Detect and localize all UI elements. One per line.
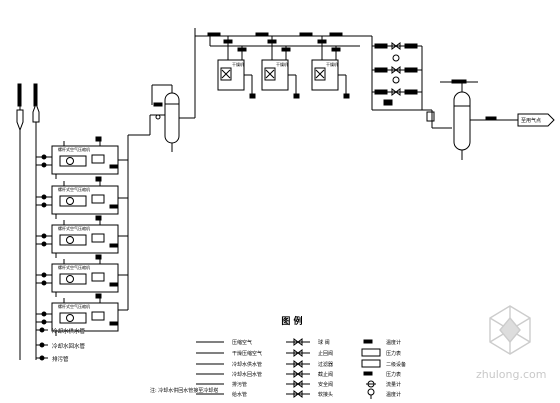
legend-label: 冷却水供水管 [232, 361, 262, 368]
compressor-label: 螺杆式空气压缩机 [58, 303, 90, 309]
compressor-label: 螺杆式空气压缩机 [58, 186, 90, 192]
legend-label: 流量计 [386, 381, 401, 388]
legend-entry [363, 339, 373, 344]
dryer-unit [261, 36, 300, 99]
watermark-text: zhulong.com [476, 368, 546, 381]
watermark-logo [489, 305, 531, 355]
supply-line-label-1: 冷却水供水管 [52, 327, 86, 335]
legend-label: 温度计 [386, 391, 401, 398]
legend-entry [286, 360, 310, 368]
legend-label: 二级设备 [386, 361, 406, 368]
legend-label: 温度计 [386, 339, 401, 346]
compressor-label: 螺杆式空气压缩机 [58, 225, 90, 231]
legend-label: 压力表 [386, 350, 401, 357]
dryer-label: 干燥机 [276, 61, 288, 67]
dryer-unit [217, 36, 256, 99]
compressor-unit [36, 254, 119, 297]
compressor-label: 螺杆式空气压缩机 [58, 264, 90, 270]
legend-label: 排污管 [232, 381, 247, 388]
compressor-unit [36, 136, 119, 179]
legend-label: 截止阀 [318, 371, 333, 378]
dryer-group: 干燥机 干燥机 干燥机 [217, 36, 350, 99]
legend-entry [361, 359, 381, 368]
legend-label: 干燥压缩空气 [232, 350, 262, 357]
air-receiver-tank-2 [440, 79, 518, 160]
legend-entry [286, 390, 310, 398]
air-receiver-tank-1 [151, 84, 180, 152]
legend-label: 给水管 [232, 391, 247, 398]
outlet-label: 至用气点 [521, 117, 541, 124]
dryer-unit [311, 36, 350, 99]
legend-entry [361, 348, 381, 357]
supply-line-label-2: 冷却水回水管 [52, 342, 86, 350]
valve-manifold [371, 36, 452, 129]
outlet-arrow [517, 113, 555, 127]
legend-label: 冷却水回水管 [232, 371, 262, 378]
legend-entry [286, 349, 310, 357]
legend-entry [363, 371, 373, 376]
footnote: 注: 冷却水供回水管接至冷却塔 [150, 387, 218, 394]
legend-entry [367, 388, 375, 399]
compressor-unit [36, 215, 119, 258]
legend-label: 压力表 [386, 371, 401, 378]
legend-entry [366, 380, 376, 388]
dryer-label: 干燥机 [326, 61, 338, 67]
compressor-label: 螺杆式空气压缩机 [58, 146, 90, 152]
legend-entry [286, 338, 310, 346]
legend-label: 止回阀 [318, 350, 333, 357]
legend-label: 球 阀 [318, 339, 330, 346]
legend-label: 安全阀 [318, 381, 333, 388]
legend-label: 软接头 [318, 391, 333, 398]
compressor-unit [36, 176, 119, 219]
compressor-unit [36, 293, 119, 336]
legend-label: 压缩空气 [232, 339, 252, 346]
legend-label: 过滤器 [318, 361, 333, 368]
legend-entry [286, 370, 310, 378]
dryer-label: 干燥机 [232, 61, 244, 67]
legend-title: 图 例 [281, 315, 302, 327]
supply-lines [36, 327, 48, 361]
legend-entry [286, 380, 310, 388]
top-header [179, 28, 372, 119]
left-mains [16, 83, 40, 360]
supply-line-label-3: 排污管 [52, 355, 69, 363]
